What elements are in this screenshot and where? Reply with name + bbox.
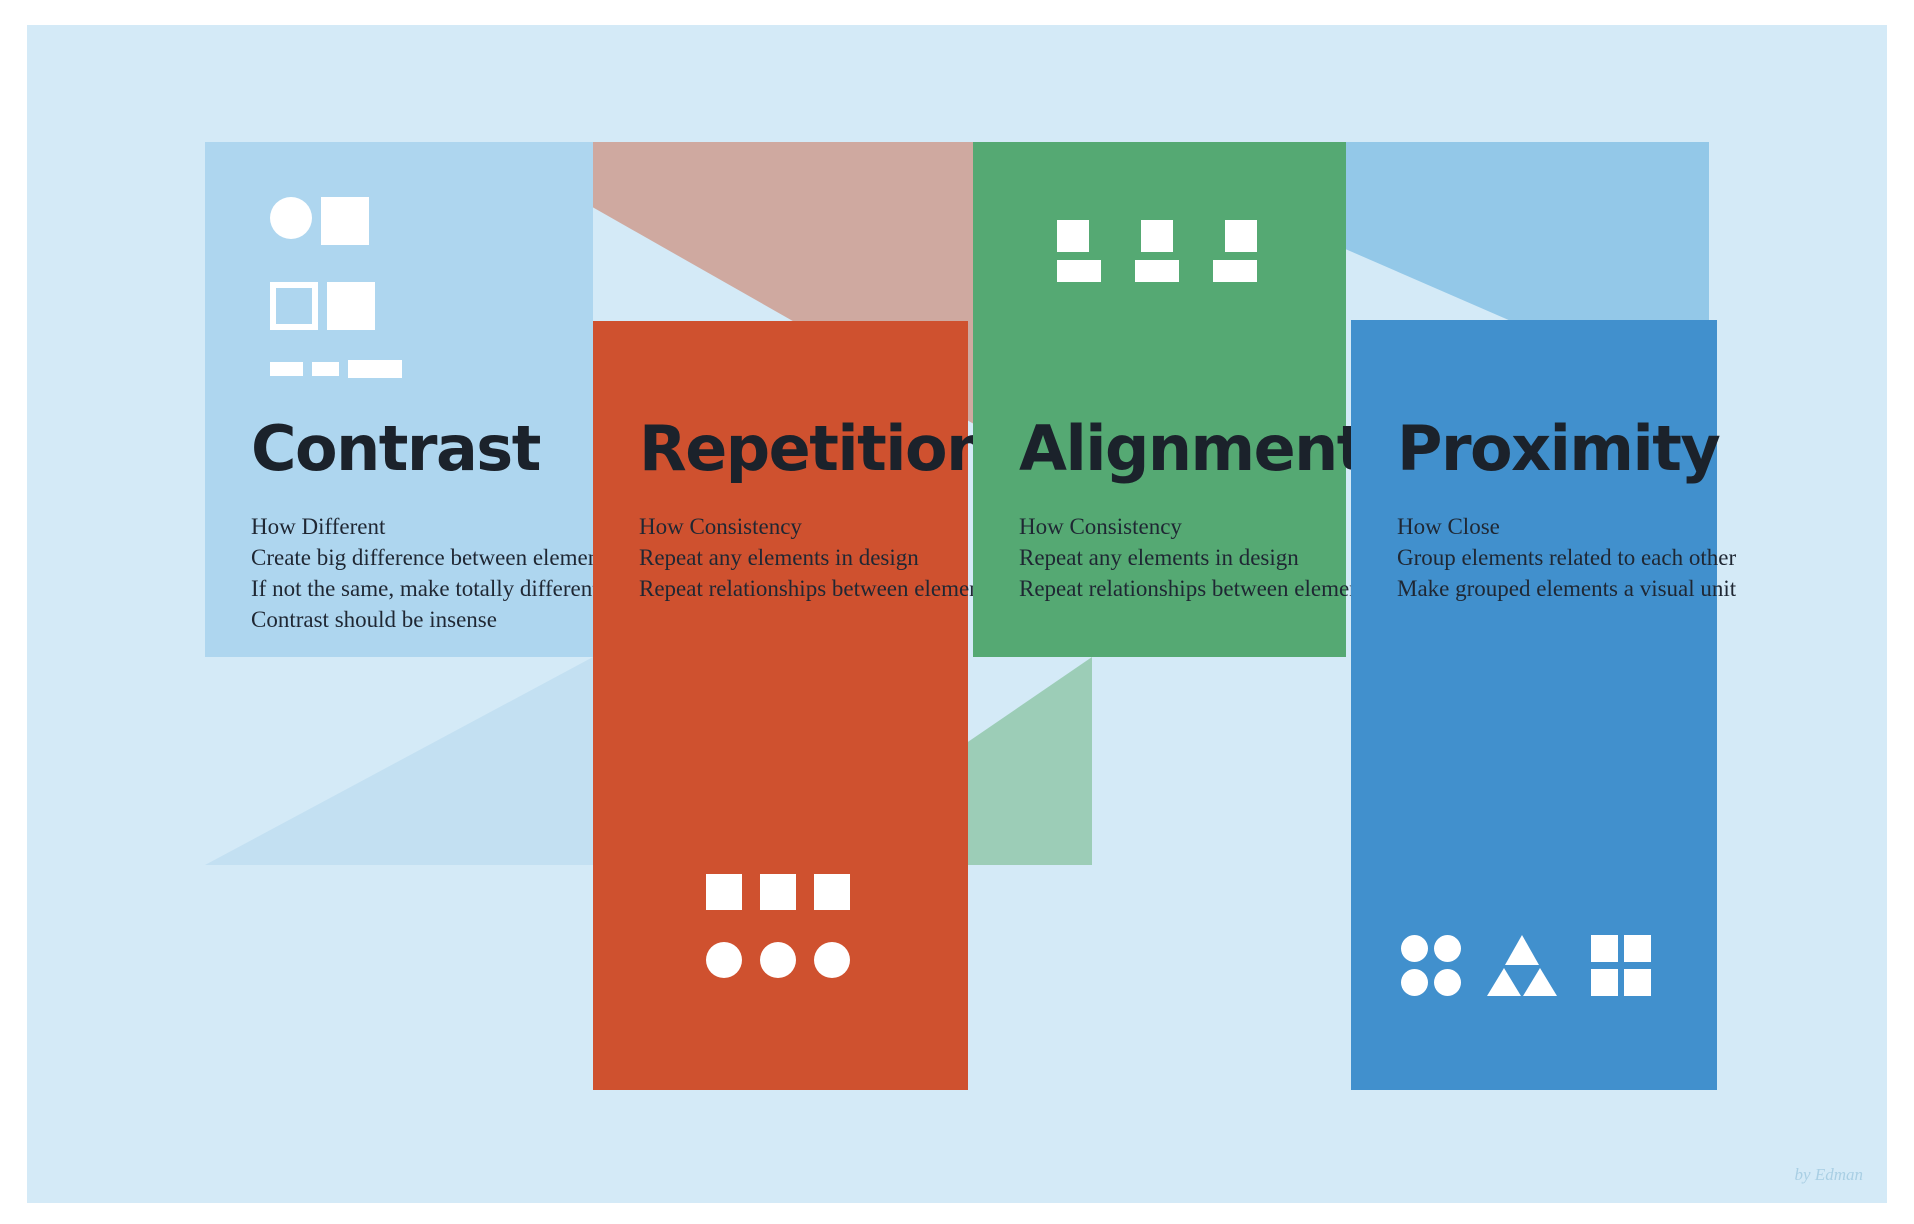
panel-lines-alignment: How Consistency Repeat any elements in d…: [1019, 511, 1376, 604]
poster-canvas: Contrast How Different Create big differ…: [27, 25, 1887, 1203]
filled-square-icon: [327, 282, 375, 330]
circle-icon: [270, 197, 312, 239]
panel-line: Group elements related to each other: [1397, 545, 1737, 570]
panel-line: How Consistency: [1019, 514, 1182, 539]
panel-line: How Different: [251, 514, 386, 539]
circle-group-icon: [1401, 935, 1428, 962]
align-right-icon: [1213, 260, 1257, 282]
square-icon: [814, 874, 850, 910]
panel-line: How Consistency: [639, 514, 802, 539]
panel-repetition[interactable]: Repetition How Consistency Repeat any el…: [593, 321, 996, 1090]
panel-title-alignment: Alignment: [1019, 412, 1366, 485]
align-left-icon: [1057, 260, 1101, 282]
align-center-icon: [1141, 220, 1173, 252]
circle-icon: [760, 942, 796, 978]
panel-lines-proximity: How Close Group elements related to each…: [1397, 511, 1736, 604]
square-group-icon: [1624, 969, 1651, 996]
panel-title-proximity: Proximity: [1397, 412, 1721, 485]
align-right-icon: [1225, 220, 1257, 252]
square-icon: [706, 874, 742, 910]
square-icon: [760, 874, 796, 910]
proximity-icons: [1401, 935, 1651, 1005]
byline: by Edman: [1794, 1165, 1863, 1184]
circle-group-icon: [1401, 969, 1428, 996]
triangle-group-icon: [1505, 935, 1539, 965]
repetition-icons: [706, 874, 856, 994]
filled-square-icon: [321, 197, 369, 245]
circle-group-icon: [1434, 935, 1461, 962]
panel-line: Repeat relationships between elements: [639, 576, 997, 601]
panel-proximity[interactable]: Proximity How Close Group elements relat…: [1351, 320, 1736, 1090]
circle-icon: [706, 942, 742, 978]
square-group-icon: [1591, 969, 1618, 996]
panel-line: Create big difference between elements: [251, 545, 615, 570]
panel-line: Repeat any elements in design: [1019, 545, 1299, 570]
panel-title-contrast: Contrast: [251, 412, 541, 485]
panel-lines-contrast: How Different Create big difference betw…: [251, 511, 615, 635]
outlined-square-icon: [270, 282, 318, 330]
panel-line: Repeat any elements in design: [639, 545, 919, 570]
small-dash-icon: [312, 362, 339, 376]
square-group-icon: [1624, 935, 1651, 962]
triangle-group-icon: [1487, 968, 1521, 996]
panel-contrast[interactable]: Contrast How Different Create big differ…: [205, 142, 615, 657]
contrast-icons: [270, 197, 402, 387]
circle-group-icon: [1434, 969, 1461, 996]
contrast-shadow: [205, 657, 593, 865]
align-left-icon: [1057, 220, 1089, 252]
panel-line: How Close: [1397, 514, 1500, 539]
small-dash-icon: [270, 362, 303, 376]
panel-lines-repetition: How Consistency Repeat any elements in d…: [639, 511, 996, 604]
panel-line: Contrast should be insense: [251, 607, 497, 632]
circle-icon: [814, 942, 850, 978]
panel-line: Repeat relationships between elements: [1019, 576, 1377, 601]
panel-alignment[interactable]: Alignment How Consistency Repeat any ele…: [973, 142, 1376, 657]
panel-line: If not the same, make totally different: [251, 576, 599, 601]
wide-dash-icon: [348, 360, 402, 378]
panel-line: Make grouped elements a visual unit: [1397, 576, 1737, 601]
alignment-icons: [1057, 220, 1262, 282]
triangle-group-icon: [1523, 968, 1557, 996]
panel-title-repetition: Repetition: [639, 412, 990, 485]
square-group-icon: [1591, 935, 1618, 962]
align-center-icon: [1135, 260, 1179, 282]
